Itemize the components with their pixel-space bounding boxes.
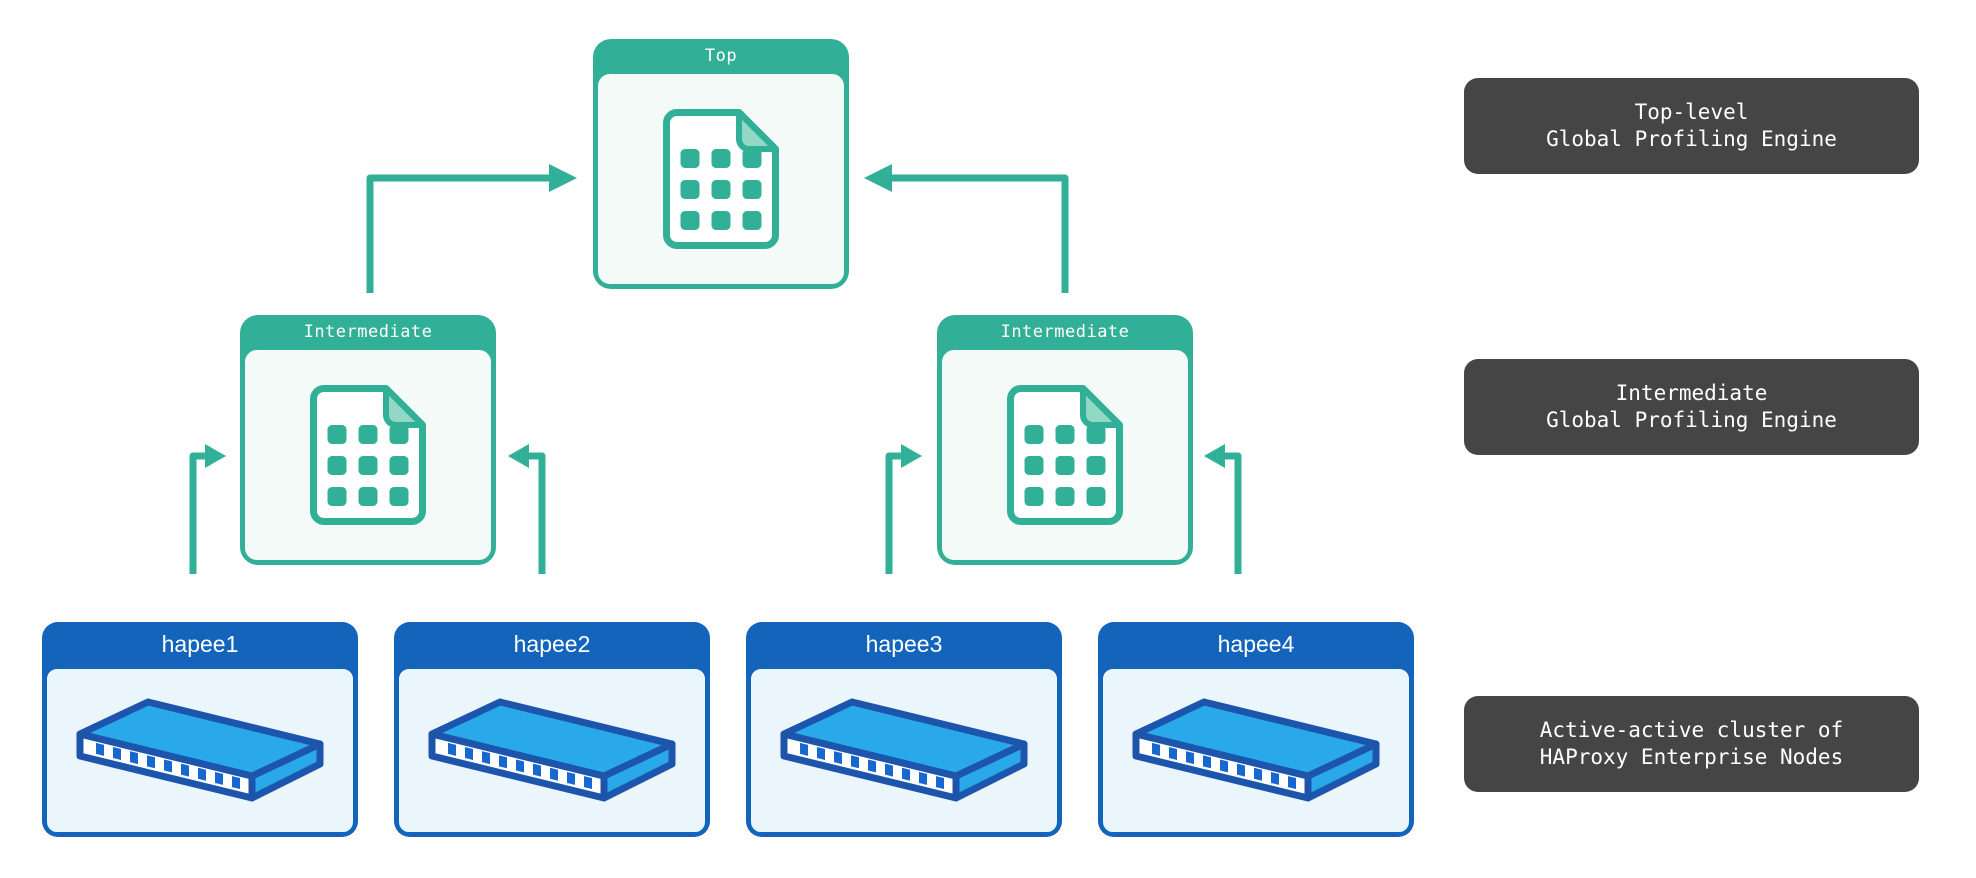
hapee-node-4: hapee4 (1098, 622, 1414, 837)
annotation-line: Active-active cluster of (1539, 718, 1844, 742)
hapee-node-3-label: hapee3 (865, 631, 943, 657)
arrow-line-hapee3-to-intermediate-right (885, 452, 902, 574)
arrowhead-into-top-right (864, 164, 892, 192)
hapee-node-2-label: hapee2 (513, 631, 591, 657)
annotation-cluster: Active-active cluster of HAProxy Enterpr… (1464, 696, 1919, 792)
arrow-line-hapee4-to-intermediate-right (1225, 452, 1242, 574)
profile-document-icon (310, 385, 426, 525)
hapee-node-3: hapee3 (746, 622, 1062, 837)
hapee-node-4-label: hapee4 (1217, 631, 1295, 657)
engine-node-top: Top (593, 39, 849, 289)
arrow-line-intermediate-left-to-top (366, 174, 550, 293)
engine-node-intermediate-right-label: Intermediate (1000, 321, 1130, 342)
profile-document-icon (1007, 385, 1123, 525)
arrowhead-into-top-left (549, 164, 577, 192)
engine-node-top-label: Top (704, 45, 738, 66)
arrow-line-hapee1-to-intermediate-left (189, 452, 206, 574)
engine-node-intermediate-left-label: Intermediate (303, 321, 433, 342)
annotation-intermediate: Intermediate Global Profiling Engine (1464, 359, 1919, 455)
annotation-line: HAProxy Enterprise Nodes (1539, 745, 1844, 769)
switch-icon (72, 696, 328, 806)
hapee-node-1: hapee1 (42, 622, 358, 837)
annotation-line: Top-level (1634, 100, 1749, 124)
annotation-line: Intermediate (1615, 381, 1768, 405)
engine-node-intermediate-left: Intermediate (240, 315, 496, 565)
arrow-line-hapee2-to-intermediate-left (529, 452, 546, 574)
arrowhead-into-intermediate-left-r (508, 444, 529, 468)
switch-icon (776, 696, 1032, 806)
arrow-line-intermediate-right-to-top (891, 174, 1069, 293)
switch-icon (424, 696, 680, 806)
engine-node-intermediate-right: Intermediate (937, 315, 1193, 565)
hapee-node-1-label: hapee1 (161, 631, 239, 657)
arrowhead-into-intermediate-right-l (901, 444, 922, 468)
profile-document-icon (663, 109, 779, 249)
arrowhead-into-intermediate-right-r (1204, 444, 1225, 468)
annotation-line: Global Profiling Engine (1546, 127, 1837, 151)
annotation-top-level: Top-level Global Profiling Engine (1464, 78, 1919, 174)
hapee-node-2: hapee2 (394, 622, 710, 837)
switch-icon (1128, 696, 1384, 806)
annotation-line: Global Profiling Engine (1546, 408, 1837, 432)
arrowhead-into-intermediate-left-l (205, 444, 226, 468)
